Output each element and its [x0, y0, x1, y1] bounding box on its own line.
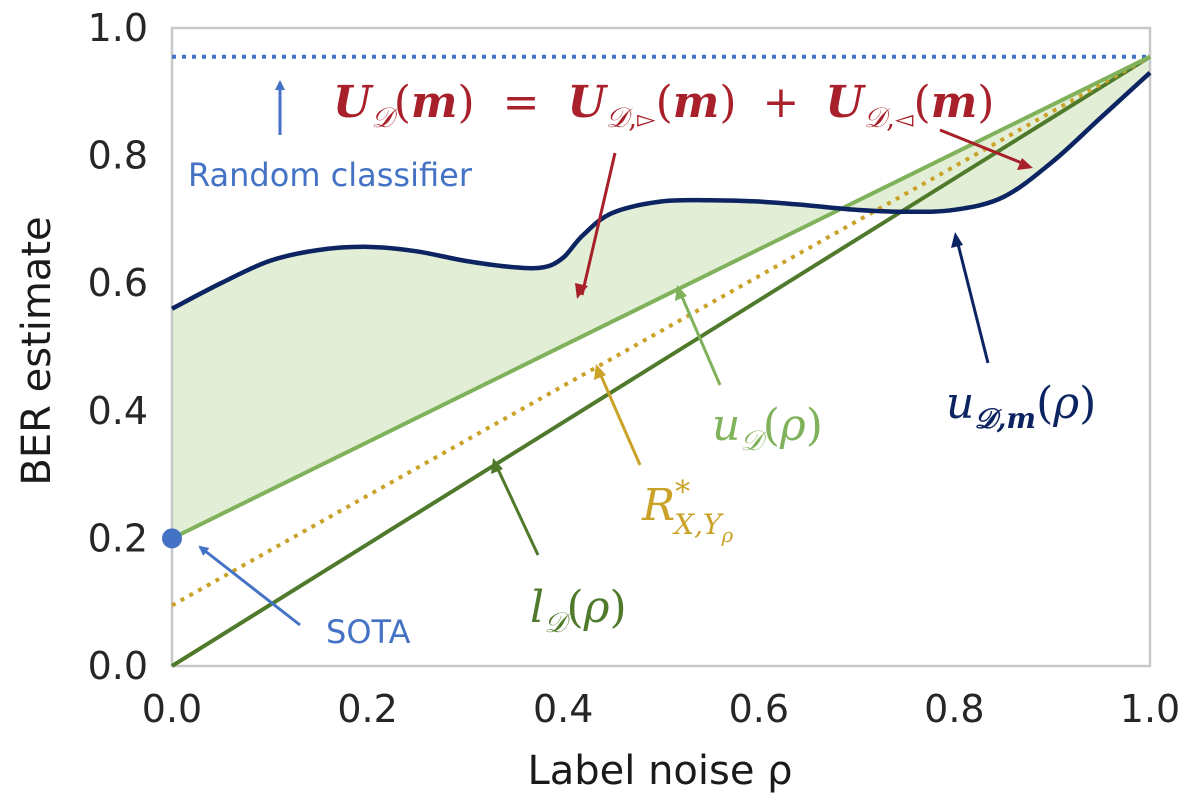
u-dm-label: u𝒟,m(ρ) [946, 378, 1096, 435]
x-axis-ticks: 0.0 0.2 0.4 0.6 0.8 1.0 [142, 687, 1180, 731]
random-classifier-label: Random classifier [188, 156, 473, 194]
y-tick-label: 0.0 [88, 644, 148, 688]
plot-frame [170, 26, 1152, 668]
annotation-arrows [198, 80, 1033, 627]
lower-bound-line [170, 55, 1152, 668]
l-d-arrowhead [491, 458, 503, 474]
model-upper-bound-curve [170, 70, 1152, 311]
upper-region-equation: U𝒟(m) = U𝒟,▻(m) + U𝒟,◅(m) [333, 77, 994, 134]
y-tick-label: 0.8 [88, 134, 148, 178]
y-tick-label: 0.4 [88, 389, 148, 433]
x-tick-label: 0.2 [337, 687, 397, 731]
x-tick-label: 0.4 [533, 687, 593, 731]
upper-region-arrowhead-right [1017, 158, 1033, 170]
sota-arrow [198, 545, 301, 627]
x-tick-label: 0.8 [924, 687, 984, 731]
u-d-arrowhead [675, 285, 687, 301]
x-axis-label: Label noise ρ [527, 748, 792, 794]
y-tick-label: 0.2 [88, 516, 148, 560]
u-d-arrow [678, 291, 722, 386]
upper-region-arrowhead-left [575, 283, 588, 299]
l-d-arrow [494, 464, 540, 556]
sota-point [162, 528, 182, 549]
r-arrowhead [594, 364, 606, 380]
y-axis-label: BER estimate [14, 216, 60, 485]
y-tick-label: 0.6 [88, 261, 148, 305]
upper-bound-line [171, 54, 1151, 541]
upper-region-arrow-right [939, 128, 1028, 167]
true-ber-label: R*X,Yρ [641, 475, 733, 547]
y-axis-ticks: 0.0 0.2 0.4 0.6 0.8 1.0 [88, 6, 148, 688]
u-dm-arrowhead [951, 232, 963, 248]
upper-region-arrow-left [580, 152, 617, 296]
x-tick-label: 0.6 [729, 687, 789, 731]
sota-label: SOTA [326, 613, 411, 651]
y-tick-label: 1.0 [88, 6, 148, 50]
l-d-label: l𝒟(ρ) [530, 582, 627, 639]
x-tick-label: 0.0 [142, 687, 202, 731]
u-d-label: u𝒟(ρ) [712, 400, 823, 457]
x-tick-label: 1.0 [1120, 687, 1180, 731]
r-arrow [597, 370, 642, 466]
u-dm-arrow [955, 239, 990, 364]
true-ber-line [171, 54, 1151, 608]
